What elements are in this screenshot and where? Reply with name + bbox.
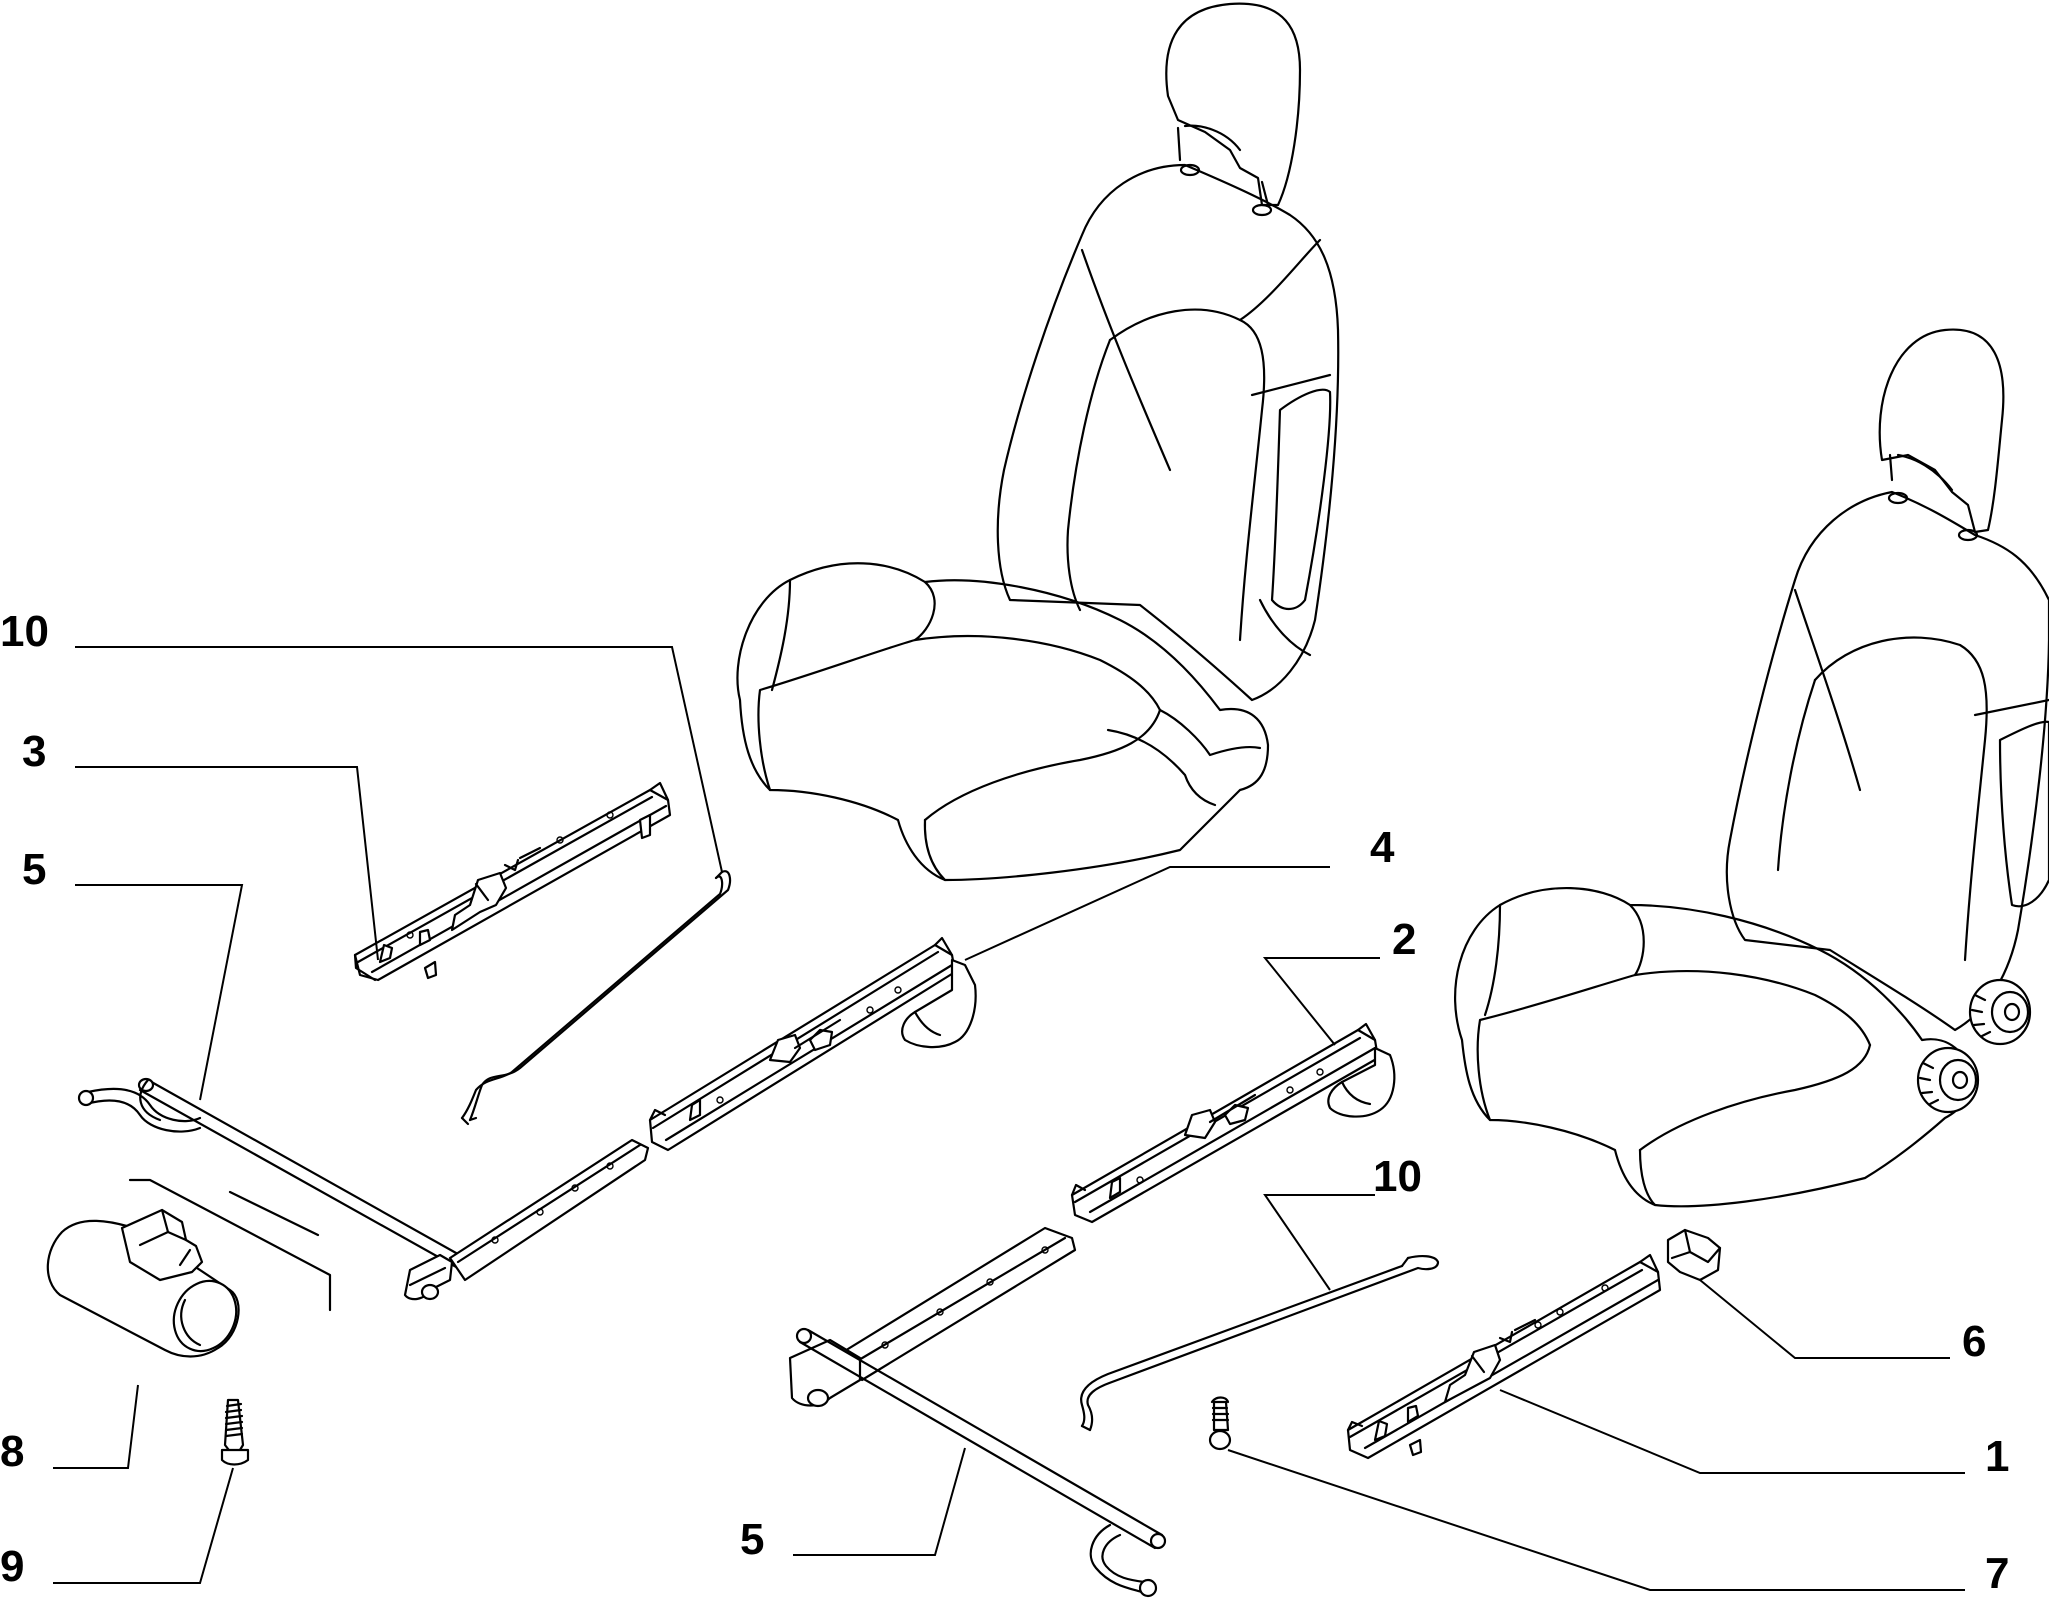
screw-part-9 (220, 1398, 250, 1466)
callout-7: 7 (1985, 1549, 2010, 1598)
tube-assembly-part-5-lower (788, 1226, 1167, 1598)
leader-7 (1227, 1449, 1965, 1591)
seat-rail-part-4 (648, 936, 977, 1152)
callout-6: 6 (1962, 1317, 1987, 1366)
leader-3 (75, 766, 379, 961)
leader-2 (1262, 957, 1380, 1046)
rod-part-10-lower (1080, 1255, 1440, 1432)
seat-rail-part-3 (353, 781, 672, 982)
motor-part-8 (46, 1178, 332, 1358)
leader-10-upper (75, 646, 723, 873)
rod-part-10-upper (460, 870, 732, 1126)
leader-10-lower (1263, 1194, 1375, 1291)
callout-10-lower: 10 (1373, 1152, 1422, 1201)
leader-6 (1699, 1279, 1950, 1359)
leader-5-lower (793, 1447, 966, 1556)
leader-4 (964, 866, 1330, 961)
recline-knob-lower (1916, 1046, 1980, 1114)
clip-part-6 (1666, 1228, 1722, 1282)
callout-5-left: 5 (22, 845, 47, 894)
seat-rail-part-2 (1070, 1022, 1396, 1224)
leader-lines (53, 646, 1965, 1591)
callout-8: 8 (0, 1427, 25, 1476)
leader-1 (1499, 1389, 1965, 1474)
bolt-part-7 (1208, 1396, 1232, 1451)
callout-4: 4 (1370, 823, 1395, 872)
tube-assembly-part-5-left (77, 1077, 650, 1301)
callout-1: 1 (1985, 1432, 2010, 1481)
callout-3: 3 (22, 727, 47, 776)
callout-2: 2 (1392, 915, 1417, 964)
leader-8 (53, 1384, 139, 1469)
seat-rail-part-1 (1346, 1253, 1662, 1460)
left-seat (736, 2, 1340, 882)
recline-knob-upper (1968, 978, 2032, 1046)
callout-10-upper: 10 (0, 607, 49, 656)
callout-5-lower: 5 (740, 1515, 765, 1564)
leader-9 (53, 1467, 234, 1584)
leader-5-left (75, 884, 244, 1101)
right-seat (1454, 328, 2049, 1208)
callout-9: 9 (0, 1542, 25, 1591)
